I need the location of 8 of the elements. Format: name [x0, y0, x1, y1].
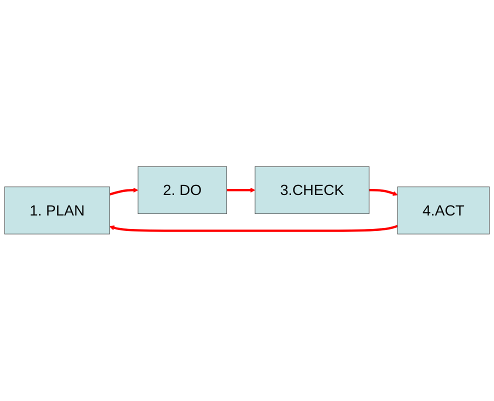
arrow — [109, 225, 398, 232]
node-box: 1. PLAN — [4, 186, 110, 235]
node-box: 3.CHECK — [254, 166, 370, 214]
node-box: 4.ACT — [397, 186, 490, 235]
arrow — [226, 188, 256, 193]
arrow — [109, 188, 138, 196]
arrow — [369, 189, 398, 196]
node-box: 2. DO — [138, 166, 227, 214]
